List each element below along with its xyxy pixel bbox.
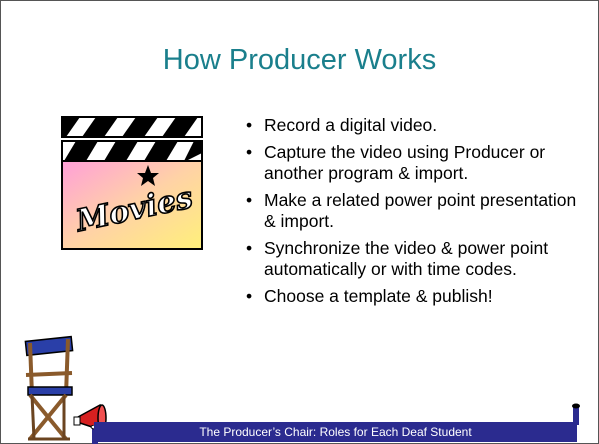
bullet-item: • Choose a template & publish! xyxy=(246,286,592,307)
bullet-text: Choose a template & publish! xyxy=(264,286,493,306)
bullet-dot: • xyxy=(246,142,253,162)
scroll-curl-right xyxy=(572,403,580,425)
bullet-list: • Record a digital video. • Capture the vi… xyxy=(246,115,592,313)
bullet-text: Record a digital video. xyxy=(264,115,438,135)
bullet-item: • Make a related power point presentation… xyxy=(246,190,592,232)
bullet-item: • Record a digital video. xyxy=(246,115,592,136)
bullet-text: Capture the video using Producer or anot… xyxy=(264,142,546,183)
bullet-text: Synchronize the video & power point auto… xyxy=(264,238,549,279)
bullet-dot: • xyxy=(246,190,253,210)
bullet-text: Make a related power point presentation … xyxy=(264,190,577,231)
bullet-item: • Capture the video using Producer or ano… xyxy=(246,142,592,184)
slide-title: How Producer Works xyxy=(162,44,437,76)
footer-text: The Producer’s Chair: Roles for Each Dea… xyxy=(199,425,472,439)
bullet-item: • Synchronize the video & power point aut… xyxy=(246,238,592,280)
bullet-dot: • xyxy=(246,286,253,306)
bullet-dot: • xyxy=(246,115,253,135)
footer-banner: The Producer’s Chair: Roles for Each Dea… xyxy=(94,422,577,442)
bullet-dot: • xyxy=(246,238,253,258)
movie-clapperboard-icon: Movies xyxy=(61,116,203,250)
